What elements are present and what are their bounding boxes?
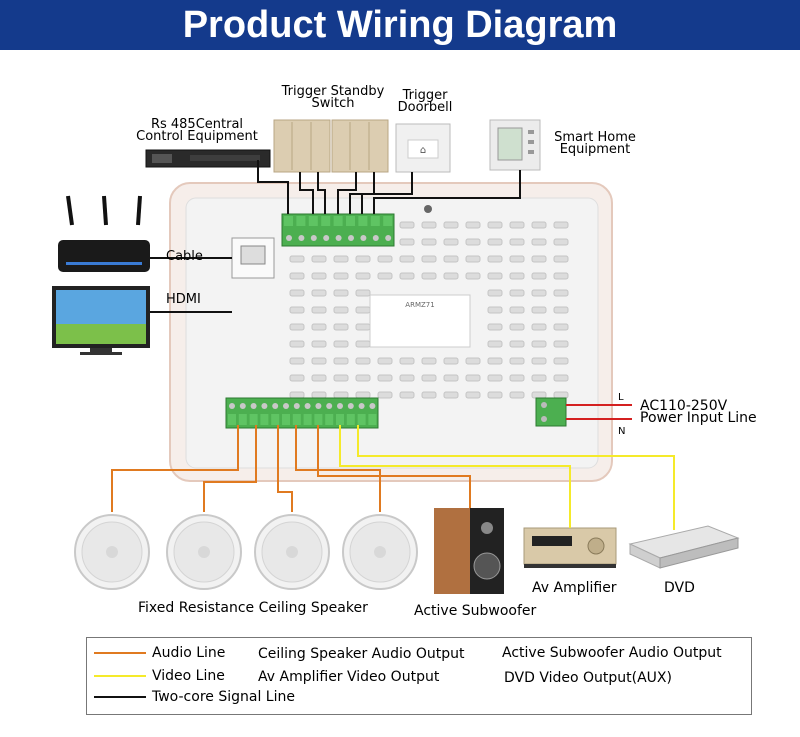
- panel-label-plate: [369, 294, 471, 348]
- legend-swatches: [94, 652, 146, 698]
- power-terminal-n: N: [618, 426, 626, 437]
- video-wires: [339, 425, 675, 530]
- panel-screw: [424, 205, 432, 213]
- legend-signal-line: Two-core Signal Line: [152, 689, 295, 705]
- av-amplifier: [523, 527, 617, 568]
- svg-text:⌂: ⌂: [420, 145, 426, 156]
- dvd-label: DVD: [664, 580, 695, 596]
- signal-wires: [150, 160, 521, 313]
- audio-wires: [111, 425, 471, 512]
- bottom-terminal-block: [225, 397, 379, 429]
- legend-ceiling-output: Ceiling Speaker Audio Output: [258, 646, 465, 662]
- rs485-control-equipment: [145, 149, 271, 168]
- legend-dvd-output: DVD Video Output(AUX): [504, 670, 672, 686]
- svg-text:ARMZ71: ARMZ71: [405, 301, 434, 309]
- page-title: Product Wiring Diagram: [182, 4, 618, 46]
- legend-video-line: Video Line: [152, 668, 225, 684]
- ceiling-speakers: [74, 514, 418, 590]
- ceiling-speaker-label: Fixed Resistance Ceiling Speaker: [138, 600, 368, 616]
- smart-home-panel: [489, 119, 541, 171]
- cable-label: Cable: [166, 249, 203, 264]
- power-terminal-l: L: [618, 392, 624, 403]
- legend: [86, 637, 752, 715]
- subwoofer: [434, 508, 504, 594]
- top-terminal-block: [281, 213, 395, 247]
- tv: [52, 286, 150, 355]
- legend-audio-line: Audio Line: [152, 645, 226, 661]
- legend-amplifier-output: Av Amplifier Video Output: [258, 669, 440, 685]
- doorbell-panel: ⌂: [395, 123, 451, 173]
- dvd-player: [628, 525, 740, 569]
- amplifier-label: Av Amplifier: [532, 580, 617, 596]
- legend-subwoofer-output: Active Subwoofer Audio Output: [502, 645, 722, 661]
- power-wires: [566, 404, 632, 420]
- hdmi-label: HDMI: [166, 292, 201, 307]
- standby-switch-panels: [273, 119, 389, 173]
- power-terminal-block: [535, 397, 567, 427]
- title-bar: Product Wiring Diagram: [0, 0, 800, 50]
- router: [58, 195, 150, 272]
- subwoofer-label: Active Subwoofer: [414, 603, 537, 619]
